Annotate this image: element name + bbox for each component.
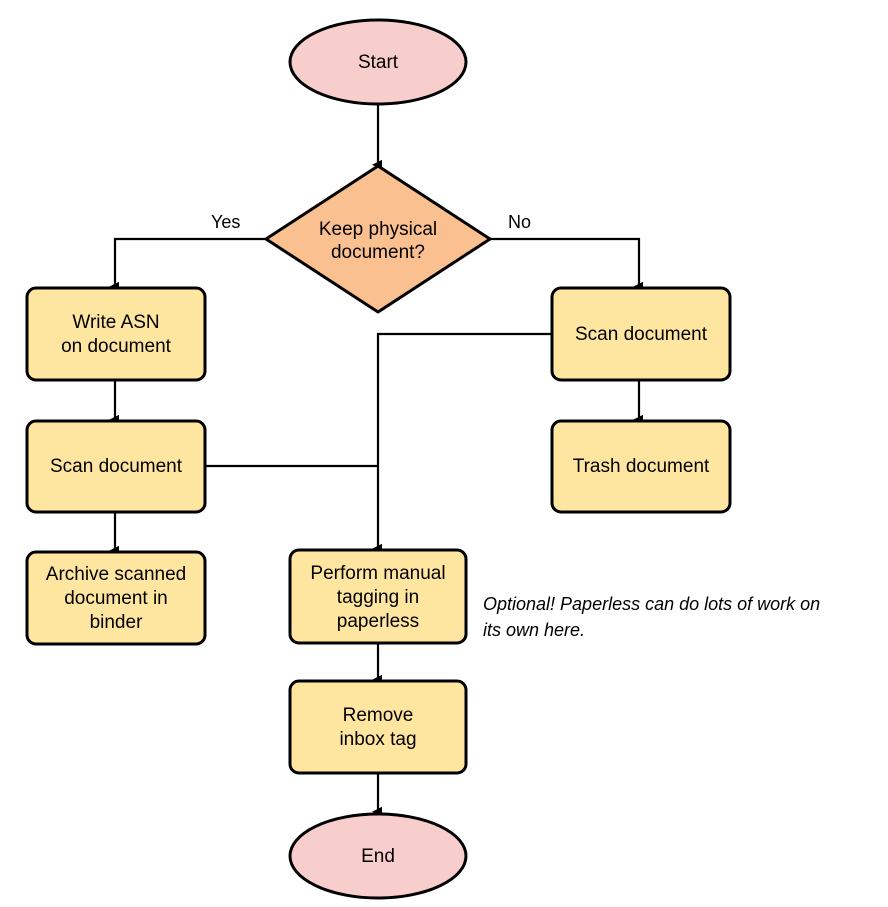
node-tagging-label-line1: Perform manual bbox=[310, 563, 445, 584]
node-write-asn-label-line2: on document bbox=[61, 336, 172, 357]
node-remove-inbox-label-line2: inbox tag bbox=[339, 729, 416, 750]
node-write-asn-shape bbox=[25, 286, 207, 382]
node-archive-label-line2: document in bbox=[64, 588, 168, 609]
node-start[interactable]: Start bbox=[288, 18, 468, 106]
node-tagging-label-line3: paperless bbox=[337, 611, 419, 632]
node-end-shape bbox=[288, 812, 468, 900]
node-scan-document-right-label: Scan document bbox=[575, 324, 708, 345]
edge-scan-right-to-tagging bbox=[372, 332, 551, 554]
annotation-line-1: Optional! Paperless can do lots of work … bbox=[483, 594, 820, 614]
node-tagging-label-line2: tagging in bbox=[337, 587, 419, 608]
node-archive-scanned-document[interactable]: Archive scanned document in binder bbox=[25, 550, 207, 646]
node-archive-label-line1: Archive scanned bbox=[46, 564, 186, 585]
node-decision-label-line1: Keep physical bbox=[319, 219, 437, 240]
edge-label-yes: Yes bbox=[211, 212, 240, 232]
edge-label-no: No bbox=[508, 212, 531, 232]
node-scan-document-left-label: Scan document bbox=[50, 456, 183, 477]
node-archive-shape bbox=[25, 550, 207, 646]
node-scan-document-right[interactable]: Scan document bbox=[550, 286, 732, 382]
node-start-shape bbox=[288, 18, 468, 106]
node-write-asn-label-line1: Write ASN bbox=[72, 312, 159, 333]
node-write-asn-on-document[interactable]: Write ASN on document bbox=[25, 286, 207, 382]
node-scan-document-left-shape bbox=[25, 419, 207, 514]
node-trash-label: Trash document bbox=[573, 456, 710, 477]
node-remove-inbox-tag[interactable]: Remove inbox tag bbox=[288, 679, 468, 775]
node-decision-shape bbox=[264, 164, 492, 314]
node-decision-keep-physical-document[interactable]: Keep physical document? bbox=[264, 164, 492, 314]
node-trash-shape bbox=[550, 419, 732, 514]
node-remove-inbox-label-line1: Remove bbox=[343, 705, 414, 726]
node-end[interactable]: End bbox=[288, 812, 468, 900]
node-scan-document-right-shape bbox=[550, 286, 732, 382]
node-trash-document[interactable]: Trash document bbox=[550, 419, 732, 514]
node-end-label: End bbox=[361, 846, 395, 867]
edge-decision-no-to-scan-right bbox=[490, 237, 643, 292]
node-start-label: Start bbox=[358, 52, 399, 73]
node-scan-document-left[interactable]: Scan document bbox=[25, 419, 207, 514]
node-archive-label-line3: binder bbox=[90, 612, 143, 633]
node-remove-inbox-shape bbox=[288, 679, 468, 775]
node-perform-manual-tagging[interactable]: Perform manual tagging in paperless bbox=[288, 548, 468, 645]
node-decision-label-line2: document? bbox=[331, 242, 425, 263]
node-tagging-shape bbox=[288, 548, 468, 645]
edge-decision-yes-to-write-asn bbox=[109, 237, 266, 292]
annotation-line-2: its own here. bbox=[483, 620, 585, 640]
